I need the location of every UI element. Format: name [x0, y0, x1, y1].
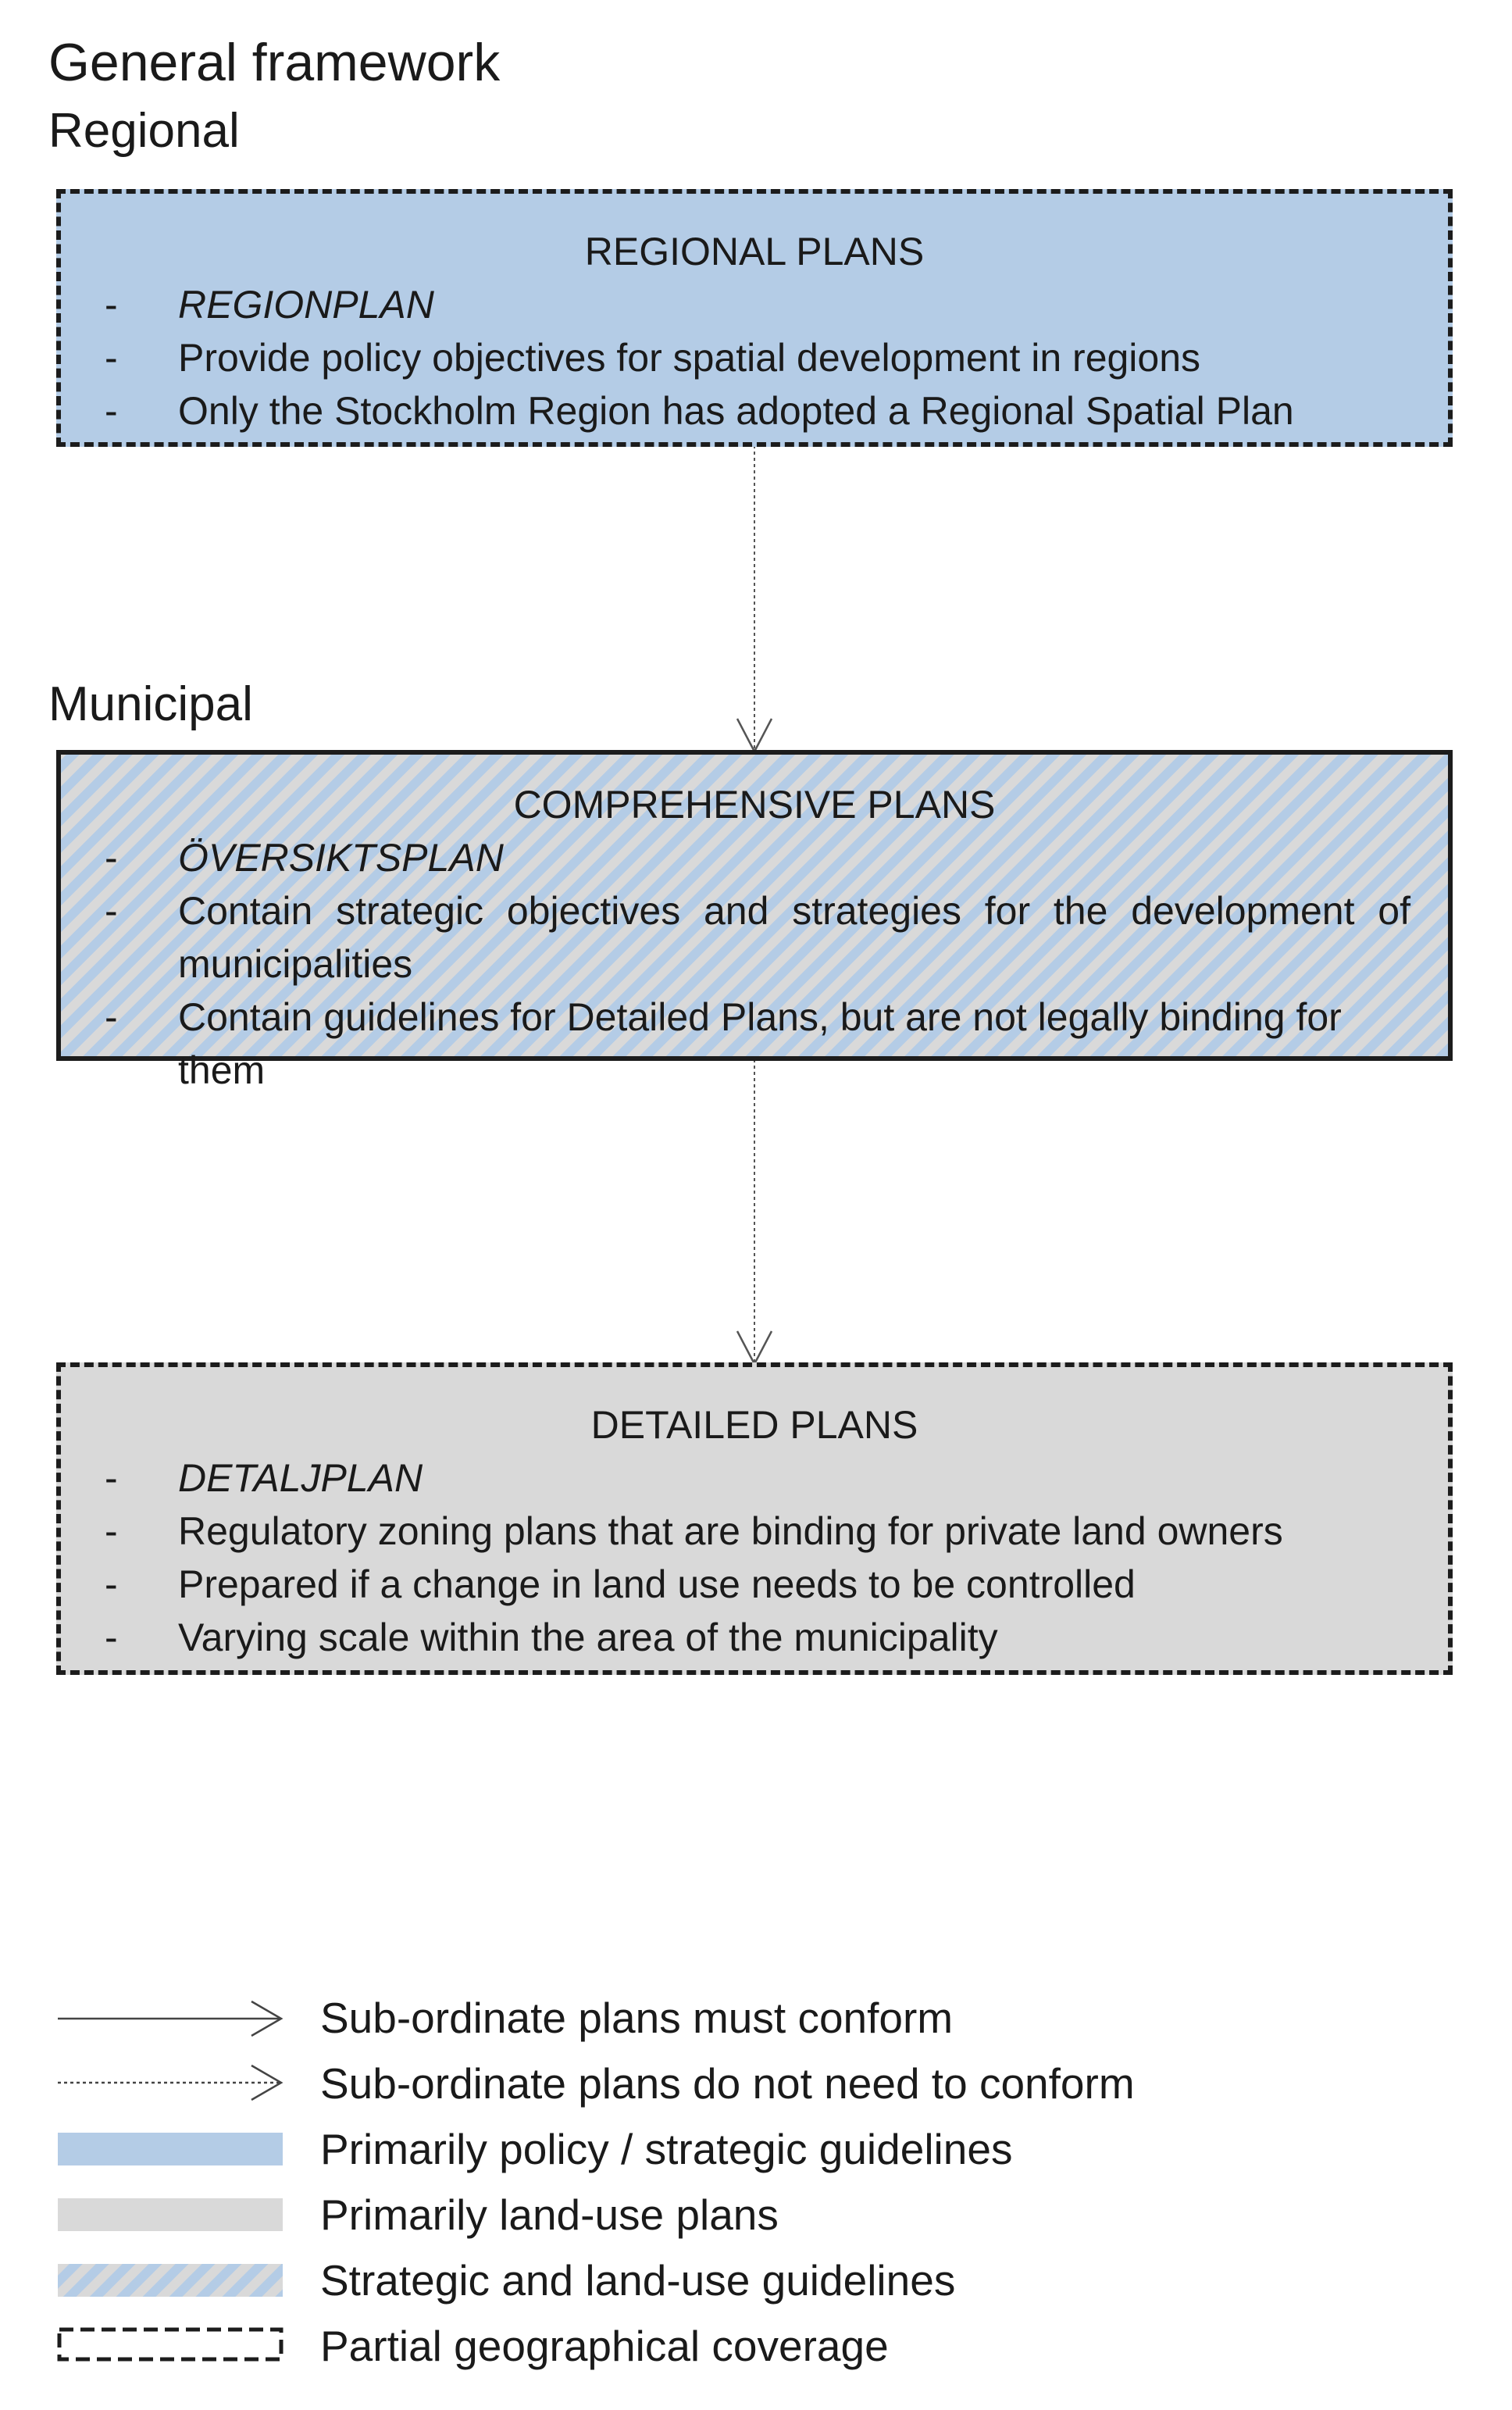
bullet-item: - DETALJPLAN [98, 1451, 1410, 1505]
bullet-text: DETALJPLAN [178, 1456, 423, 1500]
comprehensive-plans-box: COMPREHENSIVE PLANS - ÖVERSIKTSPLAN - Cont… [56, 750, 1453, 1092]
bullet-item: - Regulatory zoning plans that are bindin… [98, 1505, 1410, 1558]
legend-label-strategic-landuse: Strategic and land-use guidelines [320, 2256, 956, 2305]
legend-dashed-outline [57, 2327, 284, 2362]
bullet-text: Prepared if a change in land use needs t… [178, 1562, 1136, 1606]
bullet-item: - ÖVERSIKTSPLAN [98, 831, 1410, 884]
bullet-dash: - [105, 1562, 118, 1606]
comprehensive-plans-title: COMPREHENSIVE PLANS [513, 783, 996, 827]
legend-grey-swatch [58, 2198, 283, 2231]
legend-blue-swatch [58, 2133, 283, 2165]
bullet-item: - Varying scale within the area of the mu… [98, 1611, 1410, 1664]
bullet-text: Regulatory zoning plans that are binding… [178, 1509, 1283, 1553]
bullet-dash: - [105, 283, 118, 327]
legend-label-need-not-conform: Sub-ordinate plans do not need to confor… [320, 2059, 1135, 2108]
legend-label-partial-coverage: Partial geographical coverage [320, 2322, 889, 2370]
bullet-text: Only the Stockholm Region has adopted a … [178, 389, 1294, 433]
detailed-plans-bullets: - DETALJPLAN - Regulatory zoning plans tha… [98, 1451, 1410, 1664]
bullet-item: - Contain guidelines for Detailed Plans, … [98, 991, 1410, 1097]
bullet-text: Varying scale within the area of the mun… [178, 1616, 998, 1659]
bullet-dash: - [105, 1456, 118, 1500]
bullet-dash: - [105, 995, 118, 1039]
legend-hatched-swatch [58, 2264, 283, 2297]
bullet-text: REGIONPLAN [178, 283, 434, 327]
bullet-item: - Provide policy objectives for spatial d… [98, 331, 1410, 384]
bullet-item: - Only the Stockholm Region has adopted a… [98, 384, 1410, 437]
legend-label-policy: Primarily policy / strategic guidelines [320, 2125, 1013, 2173]
bullet-item: - Prepared if a change in land use needs … [98, 1558, 1410, 1611]
bullet-dash: - [105, 1509, 118, 1553]
bullet-item: - Contain strategic objectives and strate… [98, 884, 1410, 991]
bullet-text: ÖVERSIKTSPLAN [178, 836, 504, 880]
regional-plans-box: REGIONAL PLANS - REGIONPLAN - Provide poli… [56, 189, 1453, 447]
legend-label-landuse: Primarily land-use plans [320, 2190, 779, 2239]
bullet-dash: - [105, 336, 118, 380]
legend-label-must-conform: Sub-ordinate plans must conform [320, 1994, 954, 2042]
bullet-text: Provide policy objectives for spatial de… [178, 336, 1201, 380]
bullet-item: - REGIONPLAN [98, 278, 1410, 331]
legend-dotted-arrow-icon [58, 2064, 284, 2101]
detailed-plans-title: DETAILED PLANS [590, 1403, 918, 1447]
bullet-dash: - [105, 1616, 118, 1659]
legend-solid-arrow-icon [58, 2000, 284, 2037]
regional-plans-bullets: - REGIONPLAN - Provide policy objectives f… [98, 278, 1410, 437]
bullet-text: Contain strategic objectives and strateg… [178, 889, 1410, 986]
page-title: General framework [48, 33, 501, 92]
bullet-dash: - [105, 889, 118, 933]
regional-plans-title: REGIONAL PLANS [584, 230, 925, 273]
municipal-section-label: Municipal [48, 677, 253, 731]
comprehensive-plans-bullets: - ÖVERSIKTSPLAN - Contain strategic object… [98, 831, 1410, 1097]
bullet-text: Contain guidelines for Detailed Plans, b… [178, 995, 1342, 1092]
bullet-dash: - [105, 389, 118, 433]
detailed-plans-box: DETAILED PLANS - DETALJPLAN - Regulatory z… [56, 1362, 1453, 1675]
bullet-dash: - [105, 836, 118, 880]
regional-section-label: Regional [48, 104, 240, 158]
